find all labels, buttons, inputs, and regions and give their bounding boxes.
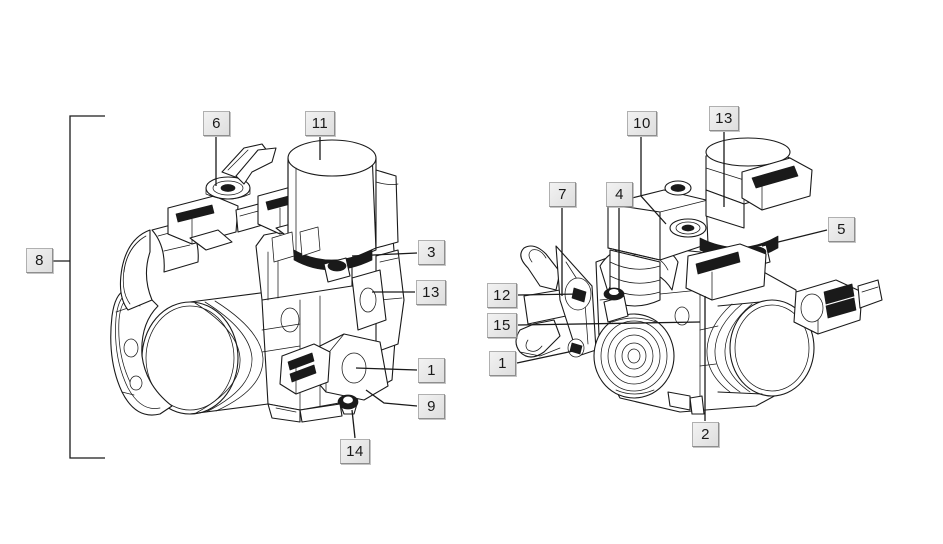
- leader-14: [351, 409, 356, 439]
- leader-5: [761, 229, 828, 247]
- callout-label: 3: [427, 244, 436, 261]
- callout-12-right[interactable]: 12: [487, 283, 517, 308]
- callout-7-right[interactable]: 7: [549, 182, 576, 207]
- callout-1-left[interactable]: 1: [418, 358, 445, 383]
- callout-9-left[interactable]: 9: [418, 394, 445, 419]
- callout-15-right[interactable]: 15: [487, 313, 517, 338]
- leader-10: [640, 137, 667, 225]
- callout-10-right[interactable]: 10: [627, 111, 657, 136]
- callout-11-left[interactable]: 11: [305, 111, 335, 136]
- leader-12: [517, 293, 581, 296]
- callout-label: 8: [35, 252, 44, 269]
- callout-label: 15: [493, 317, 511, 334]
- leader-1-right: [516, 349, 579, 364]
- callout-1-right[interactable]: 1: [489, 351, 516, 376]
- callout-label: 13: [422, 284, 440, 301]
- callout-2-right[interactable]: 2: [692, 422, 719, 447]
- callout-label: 4: [615, 186, 624, 203]
- callout-14-left[interactable]: 14: [340, 439, 370, 464]
- callout-label: 14: [346, 443, 364, 460]
- callout-label: 1: [498, 355, 507, 372]
- left-assembly-drawing: [110, 139, 405, 423]
- callout-label: 7: [558, 186, 567, 203]
- callout-label: 12: [493, 287, 511, 304]
- callout-label: 6: [212, 115, 221, 132]
- callout-label: 13: [715, 110, 733, 127]
- callout-13-right[interactable]: 13: [709, 106, 739, 131]
- leader-3: [351, 252, 418, 257]
- group-bracket-8: [53, 115, 105, 459]
- callout-label: 5: [837, 221, 846, 238]
- callout-3-left[interactable]: 3: [418, 240, 445, 265]
- leader-1-left: [355, 367, 418, 371]
- callout-label: 11: [311, 115, 329, 132]
- callout-8-left[interactable]: 8: [26, 248, 53, 273]
- leader-9: [365, 389, 418, 407]
- callout-label: 9: [427, 398, 436, 415]
- callout-5-right[interactable]: 5: [828, 217, 855, 242]
- callout-label: 2: [701, 426, 710, 443]
- callout-6-left[interactable]: 6: [203, 111, 230, 136]
- callout-4-right[interactable]: 4: [606, 182, 633, 207]
- callout-label: 1: [427, 362, 436, 379]
- right-assembly-drawing: [515, 137, 883, 415]
- leader-15: [517, 321, 701, 326]
- callout-13-left[interactable]: 13: [416, 280, 446, 305]
- leader-lines: [215, 132, 828, 439]
- callout-label: 10: [633, 115, 651, 132]
